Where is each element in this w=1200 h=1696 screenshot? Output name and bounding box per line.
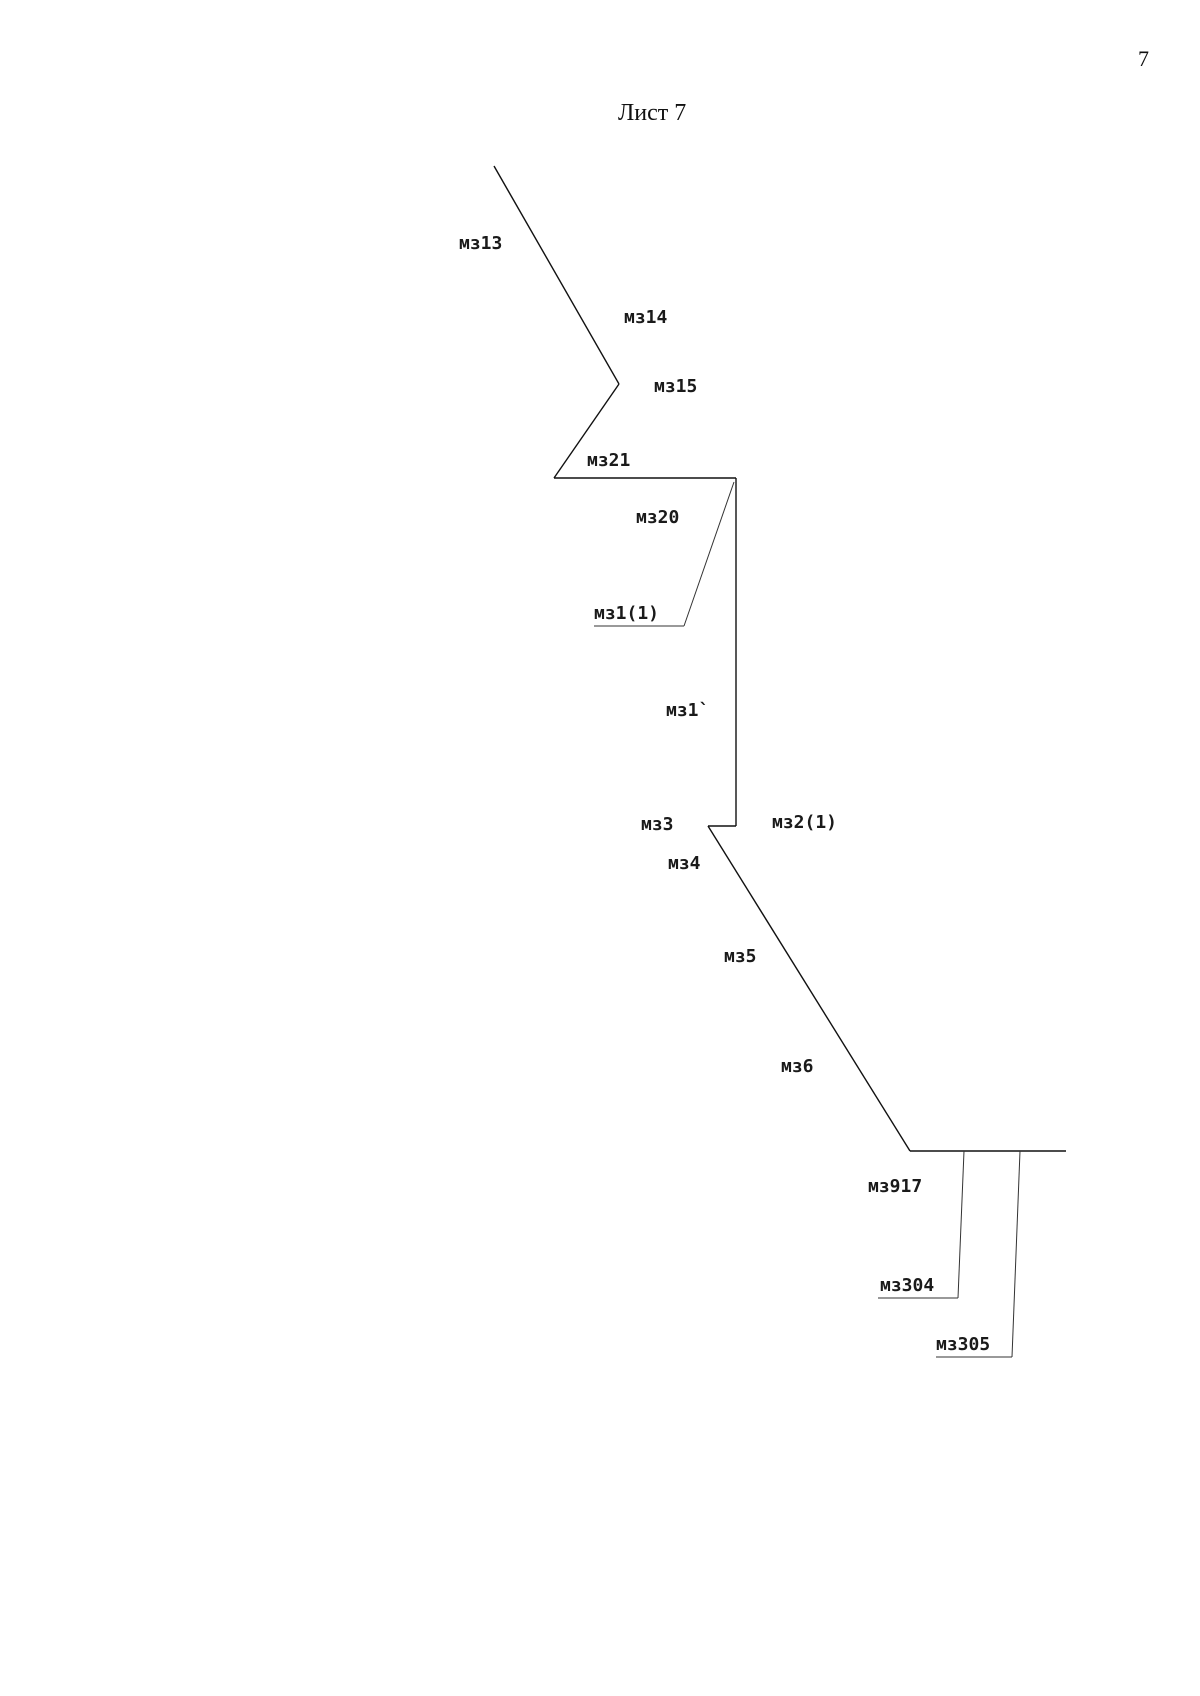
sheet-title: Лист 7 (618, 100, 687, 126)
segment-ms13-ms15 (493, 165, 620, 385)
label-ms1-1: мз1(1) (594, 603, 659, 624)
segment-ms4-ms917 (707, 825, 911, 1152)
label-ms6: мз6 (781, 1056, 814, 1077)
label-ms20: мз20 (636, 507, 679, 528)
page-number: 7 (1138, 46, 1149, 71)
label-ms21: мз21 (587, 450, 630, 471)
segment-ms15-ms21 (553, 383, 620, 479)
label-ms917: мз917 (868, 1176, 922, 1197)
label-ms3: мз3 (641, 814, 674, 835)
segment-ms20-branch (683, 481, 735, 627)
label-ms13: мз13 (459, 233, 502, 254)
segment-ms304-branch (957, 1150, 965, 1299)
label-ms2-1: мз2(1) (772, 812, 837, 833)
label-ms5: мз5 (724, 946, 757, 967)
label-ms4: мз4 (668, 853, 701, 874)
label-ms15: мз15 (654, 376, 697, 397)
label-ms14: мз14 (624, 307, 668, 328)
label-ms305: мз305 (936, 1334, 990, 1355)
label-ms304: мз304 (880, 1275, 934, 1296)
segment-ms305-branch (1011, 1150, 1021, 1358)
label-ms1-prime: мз1` (666, 700, 709, 721)
